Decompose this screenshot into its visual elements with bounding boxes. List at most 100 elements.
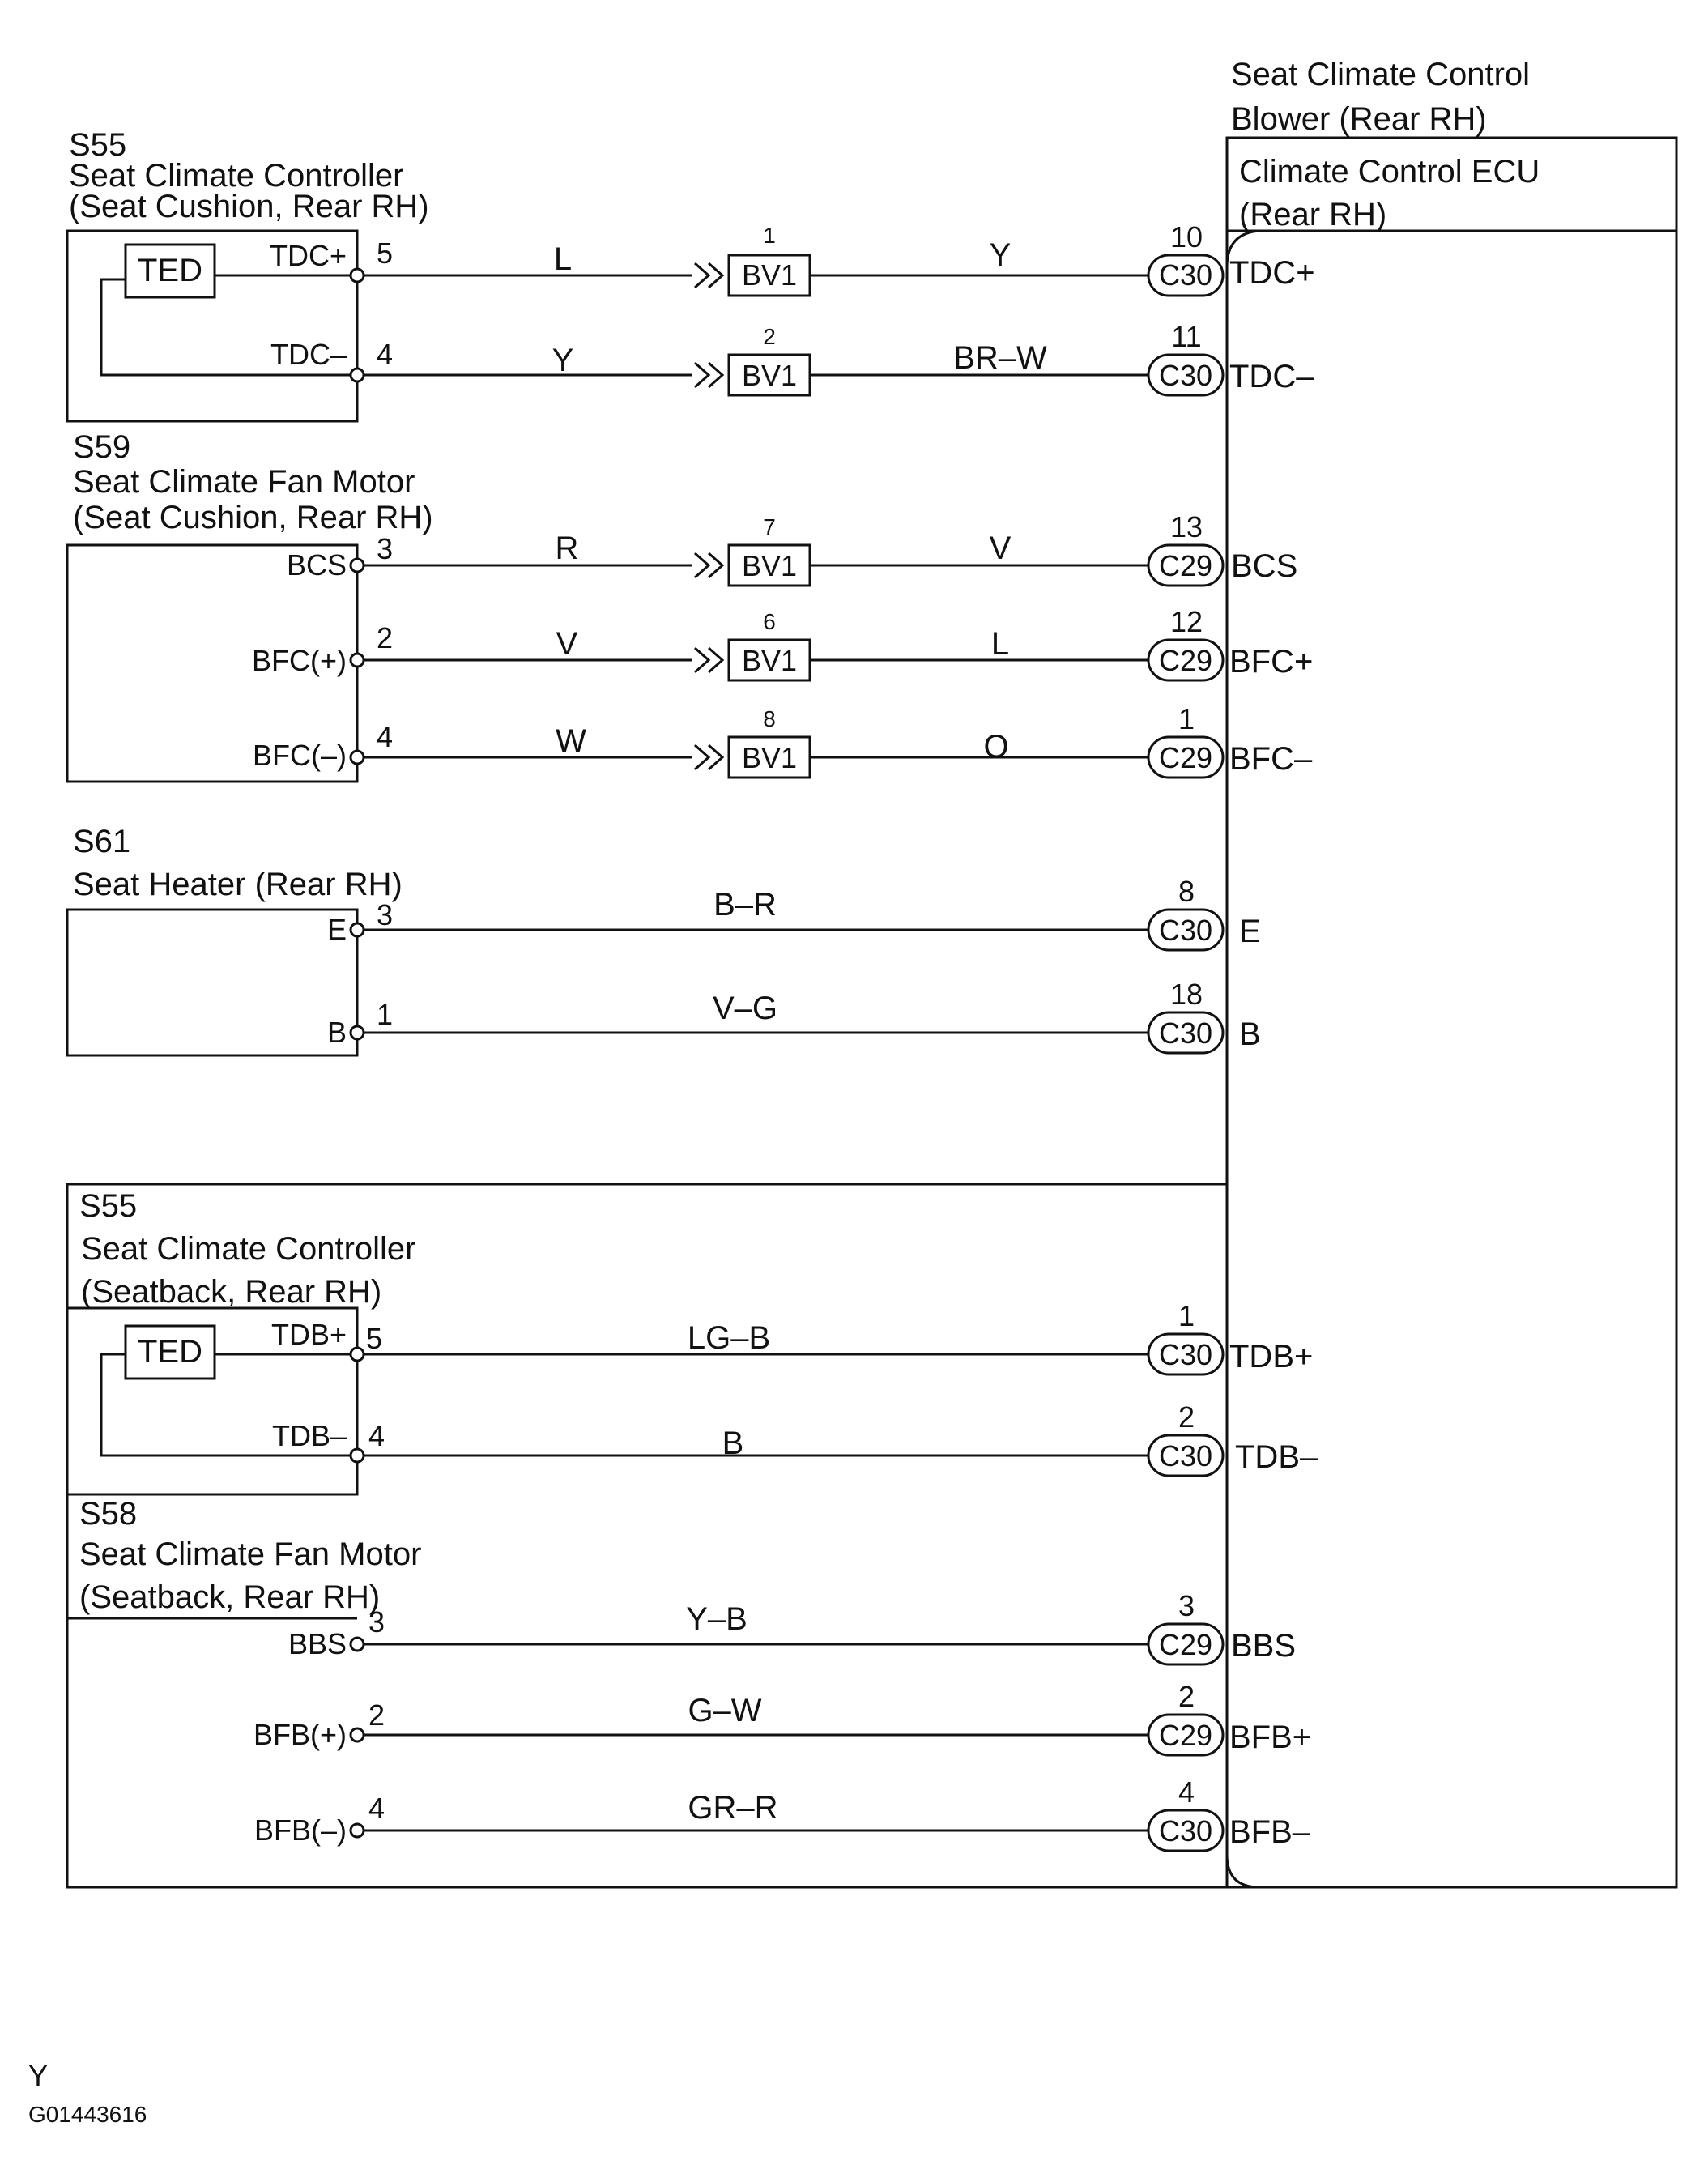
ted-cushion-box	[124, 243, 216, 299]
pin-0: 5	[377, 237, 393, 270]
ecu-term-0: TDC+	[1229, 255, 1315, 291]
s58-name: Seat Climate Fan Motor	[79, 1536, 421, 1572]
ecu-pin-2: 13	[1170, 510, 1203, 543]
s55-cushion-location: (Seat Cushion, Rear RH)	[69, 189, 429, 224]
s58-location: (Seatback, Rear RH)	[79, 1579, 380, 1615]
ecu-term-4: BFC–	[1229, 741, 1313, 777]
wire-color-2b: V	[990, 531, 1012, 566]
wire-color-4a: W	[556, 723, 586, 759]
term-tdb-plus: TDB+	[271, 1318, 347, 1351]
ecu-conn-label-0: C30	[1159, 258, 1212, 292]
pin-3: 2	[377, 621, 393, 654]
wire-color-9: Y–B	[686, 1601, 748, 1637]
pin-4: 4	[377, 720, 393, 753]
ecu-conn-label-6: C30	[1159, 1016, 1212, 1050]
ecu-conn-label-7: C30	[1159, 1338, 1212, 1371]
ecu-conn-label-3: C29	[1159, 644, 1212, 677]
s58-id: S58	[79, 1496, 137, 1532]
s55-back-name: Seat Climate Controller	[81, 1231, 416, 1267]
ecu-conn-label-1: C30	[1159, 359, 1212, 392]
ecu-conn-2b	[1147, 1713, 1225, 1757]
ecu-conn-8	[1147, 908, 1225, 952]
term-bcs: BCS	[287, 548, 347, 582]
s55-cushion-id: S55	[69, 127, 126, 163]
ecu-term-8: TDB–	[1235, 1439, 1318, 1475]
pin-1: 4	[377, 338, 393, 371]
ecu-conn-4	[1147, 1809, 1225, 1852]
inline-bv1-8	[727, 735, 811, 779]
inline-pin-4: 8	[763, 706, 776, 731]
inline-bv1-6	[727, 638, 811, 682]
s55-cushion-name: Seat Climate Controller	[69, 158, 404, 194]
pin-6: 1	[377, 998, 393, 1031]
s59-name: Seat Climate Fan Motor	[73, 464, 415, 500]
pin-5: 3	[377, 898, 393, 931]
inline-pin-2: 7	[763, 514, 776, 539]
ecu-box	[1225, 136, 1678, 1889]
ecu-conn-18	[1147, 1011, 1225, 1055]
s59-id: S59	[73, 429, 130, 465]
ecu-title-line1: Seat Climate Control	[1231, 57, 1530, 92]
footer-code2: G01443616	[28, 2102, 147, 2127]
term-bfc-minus: BFC(–)	[253, 739, 347, 772]
inline-bv1-2	[727, 353, 811, 397]
s61-box	[66, 908, 359, 1057]
inline-pin-3: 6	[763, 609, 776, 634]
inline-label-4: BV1	[742, 741, 797, 774]
ecu-pin-8: 2	[1178, 1400, 1195, 1434]
ecu-conn-label-10: C29	[1159, 1719, 1212, 1752]
term-tdb-minus: TDB–	[272, 1419, 347, 1452]
ecu-pin-4: 1	[1178, 702, 1195, 735]
term-tdc-plus: TDC+	[270, 239, 347, 272]
inline-pin-0: 1	[763, 223, 776, 248]
ecu-conn-12	[1147, 638, 1225, 682]
ecu-pin-1: 11	[1171, 320, 1201, 353]
s55-back-id: S55	[79, 1188, 137, 1224]
ecu-pin-3: 12	[1170, 605, 1203, 638]
s55-back-location: (Seatback, Rear RH)	[81, 1274, 381, 1310]
ecu-conn-1a	[1147, 735, 1225, 779]
ted-back-box	[124, 1324, 216, 1380]
pin-9: 3	[368, 1605, 385, 1639]
inline-pin-1: 2	[763, 324, 776, 349]
ecu-conn-label-4: C29	[1159, 741, 1212, 774]
ecu-conn-11	[1147, 353, 1225, 397]
inline-label-0: BV1	[742, 258, 797, 292]
ecu-pin-0: 10	[1170, 220, 1203, 254]
ecu-pin-10: 2	[1178, 1680, 1195, 1713]
ecu-conn-label-11: C30	[1159, 1814, 1212, 1847]
ecu-pin-11: 4	[1178, 1775, 1195, 1809]
ecu-term-3: BFC+	[1229, 644, 1313, 680]
wire-color-3b: L	[991, 626, 1009, 662]
wire-color-4b: O	[983, 729, 1008, 765]
inline-label-1: BV1	[742, 359, 797, 392]
ecu-term-1: TDC–	[1229, 359, 1314, 394]
ecu-conn-label-9: C29	[1159, 1628, 1212, 1661]
term-b: B	[327, 1016, 347, 1049]
wire-color-1b: BR–W	[953, 340, 1047, 376]
wire-color-6: V–G	[713, 991, 777, 1026]
ecu-pin-5: 8	[1178, 875, 1195, 908]
inline-bv1-7	[727, 543, 811, 587]
ecu-subtitle-line2: (Rear RH)	[1239, 197, 1386, 232]
pin-11: 4	[368, 1792, 385, 1825]
pin-8: 4	[368, 1419, 385, 1452]
ecu-pin-7: 1	[1178, 1299, 1195, 1332]
footer-code1: Y	[28, 2059, 48, 2092]
ecu-pin-6: 18	[1170, 978, 1203, 1011]
wire-color-0a: L	[554, 241, 572, 277]
term-tdc-minus: TDC–	[270, 338, 347, 371]
ecu-term-5: E	[1239, 914, 1261, 949]
ted-label-cushion: TED	[138, 253, 202, 288]
ecu-term-11: BFB–	[1229, 1814, 1311, 1850]
wire-color-10: G–W	[688, 1693, 761, 1728]
wire-color-7: LG–B	[688, 1320, 770, 1356]
s61-name: Seat Heater (Rear RH)	[73, 867, 403, 902]
wire-color-2a: R	[556, 531, 579, 566]
ecu-conn-13	[1147, 543, 1225, 587]
term-bfc-plus: BFC(+)	[252, 644, 347, 677]
pin-10: 2	[368, 1698, 385, 1732]
s55-back-box	[66, 1306, 359, 1496]
term-e: E	[327, 913, 347, 946]
